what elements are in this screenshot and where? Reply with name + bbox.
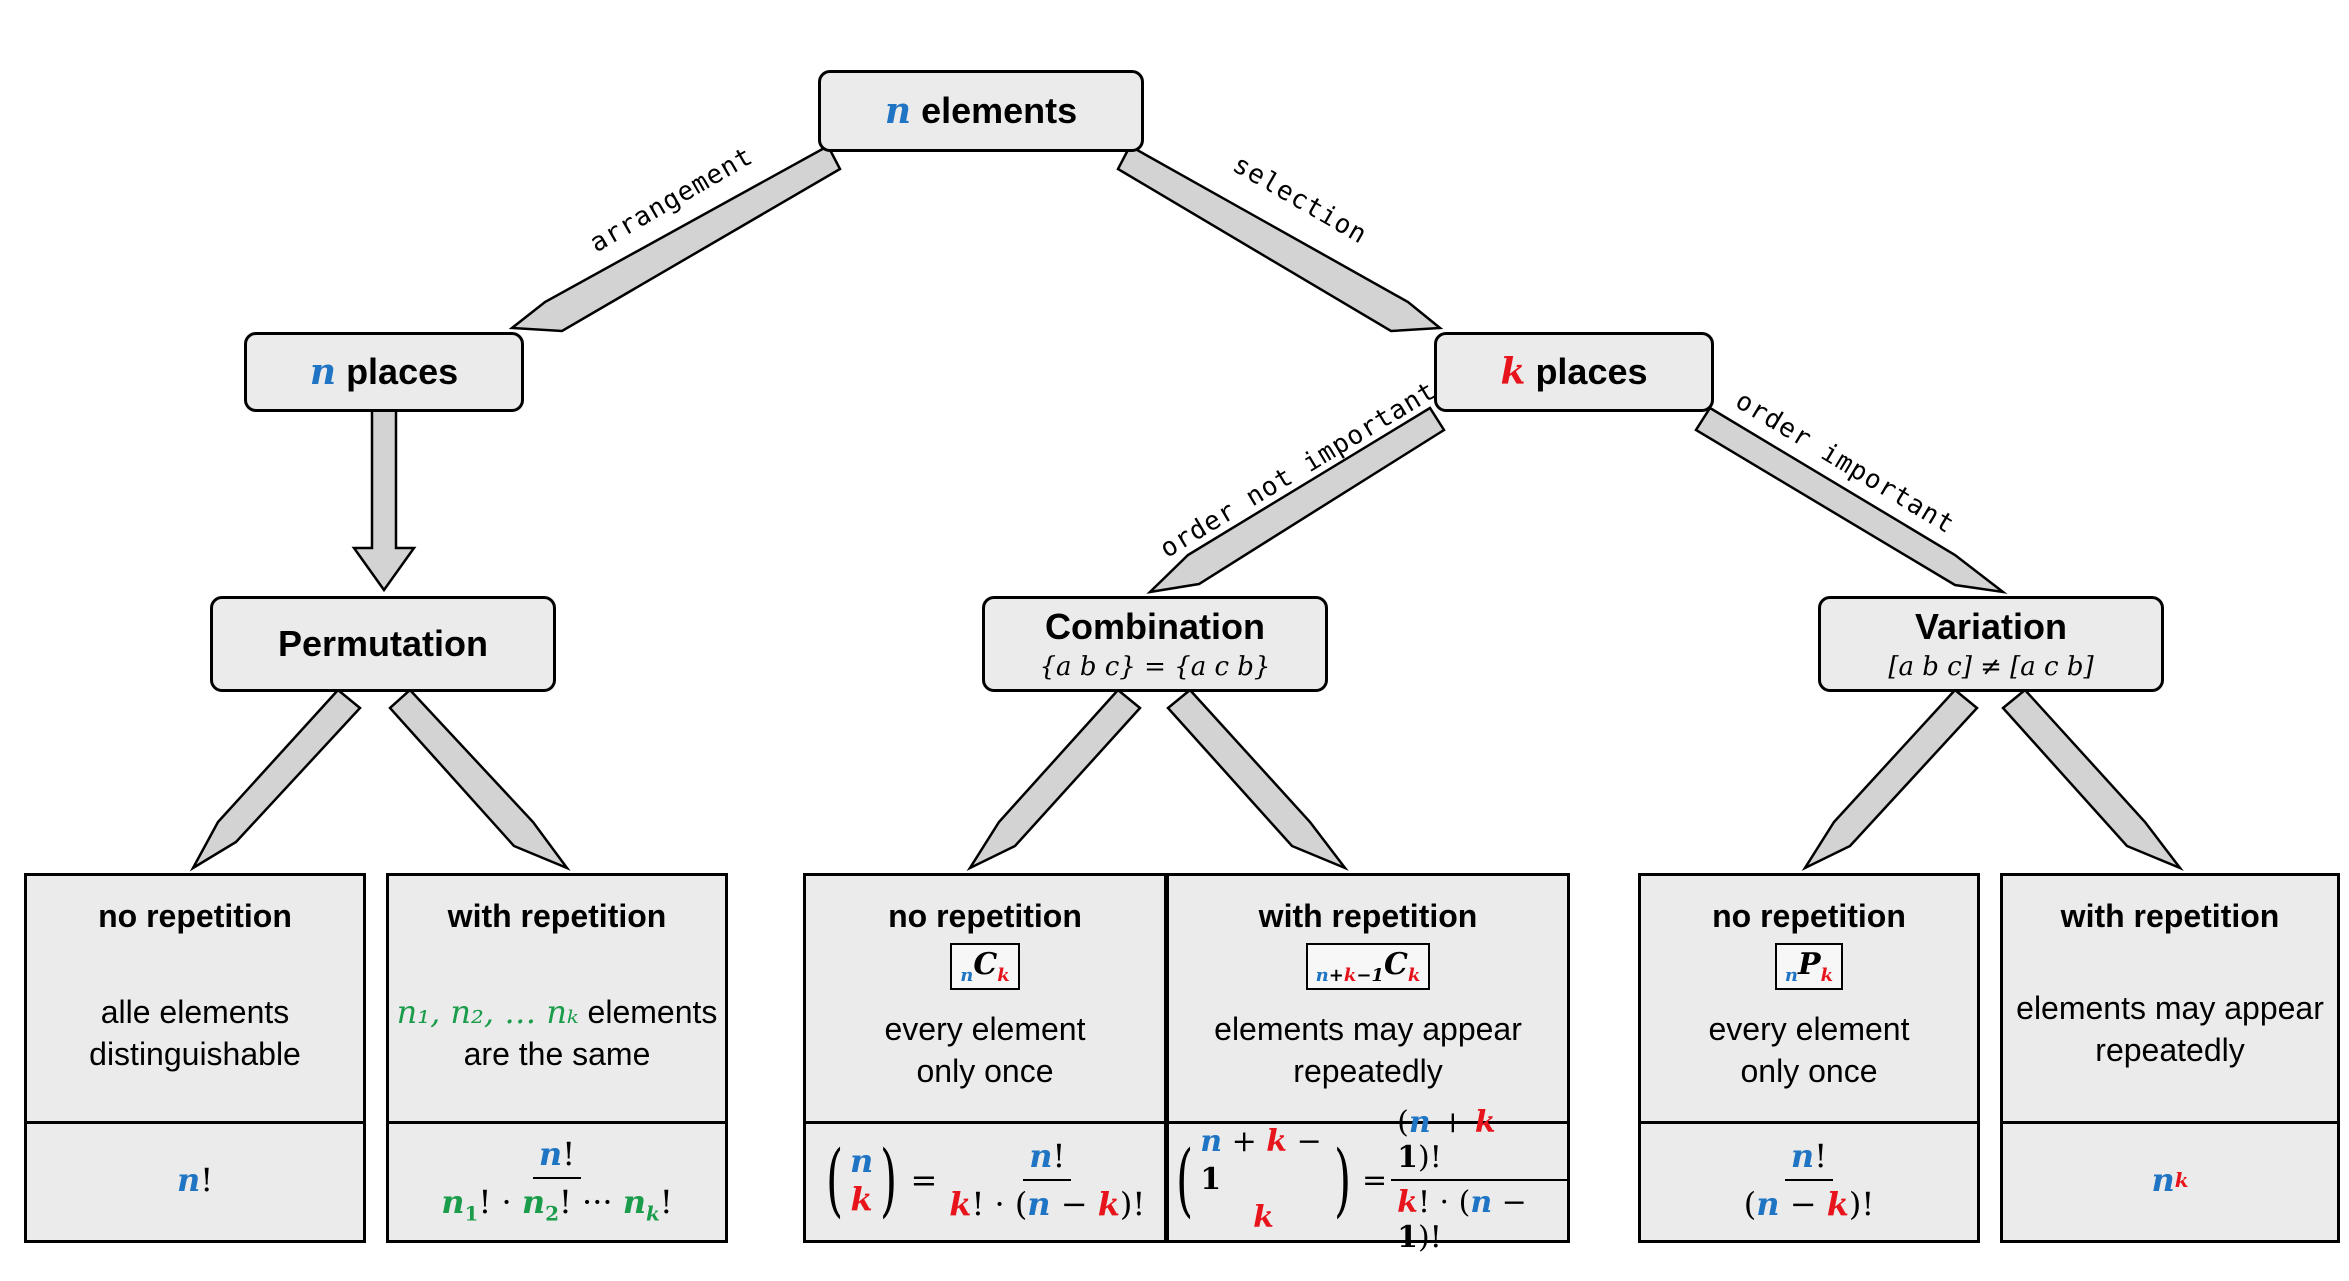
comb-no-repetition-box: no repetition nCk every element only onc…: [803, 873, 1167, 1243]
perm-with-desc1: elements: [587, 994, 718, 1030]
perm-with-repetition-box: with repetition n₁, n₂, … nₖ elements ar…: [386, 873, 728, 1243]
perm-with-formula: n! n1! · n2! ··· nk!: [441, 1134, 673, 1226]
comb-with-desc2: repeatedly: [1293, 1053, 1443, 1089]
comb-no-head: no repetition: [888, 898, 1082, 934]
var-with-repetition-box: with repetition elements may appear repe…: [2000, 873, 2340, 1243]
var-with-desc1: elements may appear: [2016, 990, 2324, 1026]
arrow-root-to-k-places: [1116, 144, 1444, 333]
var-with-desc2: repeatedly: [2095, 1032, 2245, 1068]
perm-with-desc2: are the same: [463, 1036, 651, 1072]
root-label: elements: [921, 90, 1078, 131]
perm-no-head: no repetition: [98, 898, 292, 934]
combination-title: Combination: [1045, 606, 1265, 647]
comb-with-notation: n+k−1Ck: [1305, 943, 1431, 990]
n-places-node: n places: [244, 332, 524, 412]
arrow-permutation-to-no: [189, 688, 362, 872]
permutation-node: Permutation: [210, 596, 556, 692]
var-no-desc2: only once: [1740, 1053, 1878, 1089]
k-places-var: k: [1500, 351, 1526, 393]
comb-no-notation: nCk: [950, 943, 1020, 990]
variation-node: Variation [a b c] ≠ [a c b]: [1818, 596, 2164, 692]
var-no-formula: n! (n − k)!: [1743, 1137, 1875, 1223]
var-no-head: no repetition: [1712, 898, 1906, 934]
variation-title: Variation: [1914, 606, 2068, 647]
perm-no-desc1: alle elements: [100, 994, 290, 1030]
perm-no-formula: n!: [176, 1161, 214, 1199]
arrow-k-places-to-combination: [1146, 406, 1446, 594]
perm-no-desc2: distinguishable: [89, 1036, 301, 1072]
n-places-var: n: [309, 351, 337, 393]
arrow-combination-to-with: [1166, 688, 1349, 871]
arrow-root-to-n-places: [508, 144, 842, 333]
var-no-notation: nPk: [1774, 943, 1844, 990]
variation-example: [a b c] ≠ [a c b]: [1888, 652, 2094, 682]
arrow-n-places-to-permutation: [351, 408, 417, 593]
k-places-label: places: [1535, 351, 1648, 392]
perm-with-vars: n₁, n₂, … nₖ: [396, 993, 579, 1031]
combination-node: Combination {a b c} = {a c b}: [982, 596, 1328, 692]
n-places-label: places: [346, 351, 459, 392]
root-var: n: [884, 90, 912, 132]
var-with-head: with repetition: [2060, 898, 2280, 934]
permutation-title: Permutation: [277, 623, 489, 664]
comb-with-repetition-box: with repetition n+k−1Ck elements may app…: [1166, 873, 1570, 1255]
perm-no-repetition-box: no repetition alle elements distinguisha…: [24, 873, 366, 1243]
comb-no-desc2: only once: [916, 1053, 1054, 1089]
perm-with-head: with repetition: [447, 898, 667, 934]
arrow-variation-to-no: [1801, 688, 1979, 872]
comb-with-head: with repetition: [1258, 898, 1478, 934]
comb-with-desc1: elements may appear: [1214, 1011, 1522, 1047]
combination-example: {a b c} = {a c b}: [1039, 652, 1271, 682]
var-no-desc1: every element: [1708, 1011, 1910, 1047]
var-no-repetition-box: no repetition nPk every element only onc…: [1638, 873, 1980, 1243]
arrow-k-places-to-variation: [1694, 406, 2008, 594]
comb-no-desc1: every element: [884, 1011, 1086, 1047]
arrow-variation-to-with: [2001, 688, 2184, 871]
root-node: n elements: [818, 70, 1144, 152]
arrow-combination-to-no: [966, 688, 1142, 872]
k-places-node: k places: [1434, 332, 1714, 412]
arrow-permutation-to-with: [388, 688, 571, 871]
